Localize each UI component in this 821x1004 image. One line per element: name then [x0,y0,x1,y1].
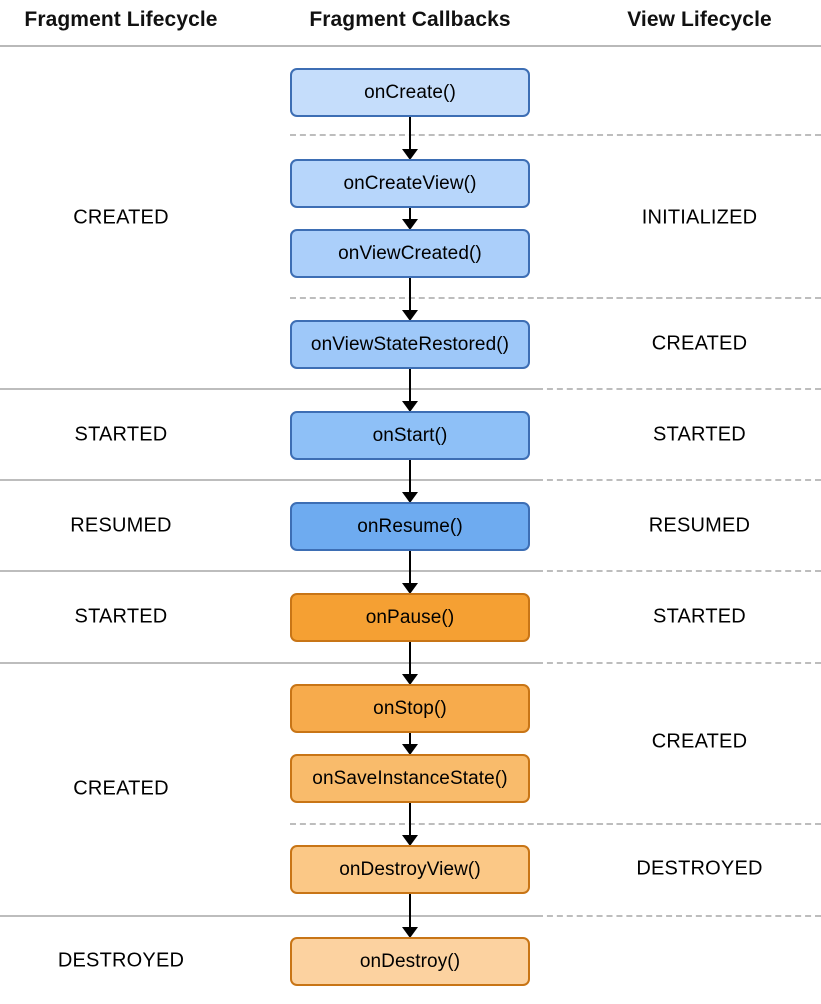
arrow-head-9 [402,927,418,938]
arrow-shaft-0 [409,117,411,149]
callback-box-onviewcreated[interactable]: onViewCreated() [290,229,530,278]
view-state-label-0: INITIALIZED [641,206,758,229]
fragment-state-divider-4 [0,915,537,917]
fragment-state-divider-1 [0,479,537,481]
view-state-label-2: STARTED [653,423,746,446]
arrow-shaft-1 [409,208,411,219]
callback-box-onsaveinstancestate[interactable]: onSaveInstanceState() [290,754,530,803]
view-state-divider-1 [537,388,821,390]
arrow-head-7 [402,744,418,755]
column-headers: Fragment Lifecycle Fragment Callbacks Vi… [0,0,821,46]
callback-box-ondestroyview[interactable]: onDestroyView() [290,845,530,894]
callback-box-oncreateview[interactable]: onCreateView() [290,159,530,208]
view-state-label-5: CREATED [651,730,748,753]
arrow-shaft-7 [409,733,411,744]
callback-box-onresume[interactable]: onResume() [290,502,530,551]
arrow-shaft-8 [409,803,411,835]
fragment-state-label-2: RESUMED [70,514,172,537]
callback-box-onviewstaterestored[interactable]: onViewStateRestored() [290,320,530,369]
arrow-shaft-9 [409,894,411,927]
callback-box-onpause[interactable]: onPause() [290,593,530,642]
fragment-state-divider-0 [0,388,537,390]
arrow-head-5 [402,583,418,594]
callback-box-oncreate[interactable]: onCreate() [290,68,530,117]
header-fragment-callbacks: Fragment Callbacks [309,8,511,31]
view-state-label-4: STARTED [653,605,746,628]
arrow-head-8 [402,835,418,846]
view-state-divider-4 [537,662,821,664]
fragment-state-divider-3 [0,662,537,664]
callback-phase-divider-2 [290,823,821,825]
arrow-shaft-5 [409,551,411,583]
fragment-state-divider-2 [0,570,537,572]
view-state-label-1: CREATED [651,332,748,355]
arrow-head-4 [402,492,418,503]
view-state-divider-3 [537,570,821,572]
view-state-label-3: RESUMED [648,514,751,537]
callback-phase-divider-0 [290,134,821,136]
callback-box-onstop[interactable]: onStop() [290,684,530,733]
fragment-state-label-1: STARTED [74,423,168,446]
arrow-head-3 [402,401,418,412]
arrow-head-1 [402,219,418,230]
arrow-shaft-2 [409,278,411,310]
arrow-head-2 [402,310,418,321]
fragment-state-label-4: CREATED [73,777,169,800]
fragment-state-label-0: CREATED [73,206,169,229]
fragment-state-label-5: DESTROYED [57,949,185,972]
view-state-label-6: DESTROYED [636,857,763,880]
callback-box-ondestroy[interactable]: onDestroy() [290,937,530,986]
arrow-head-0 [402,149,418,160]
header-rule [0,45,821,47]
arrow-shaft-4 [409,460,411,492]
arrow-shaft-6 [409,642,411,674]
header-view-lifecycle: View Lifecycle [627,8,772,31]
fragment-state-label-3: STARTED [74,605,168,628]
callback-phase-divider-1 [290,297,821,299]
arrow-shaft-3 [409,369,411,401]
view-state-divider-6 [537,915,821,917]
callback-box-onstart[interactable]: onStart() [290,411,530,460]
arrow-head-6 [402,674,418,685]
header-fragment-lifecycle: Fragment Lifecycle [24,8,218,31]
view-state-divider-2 [537,479,821,481]
